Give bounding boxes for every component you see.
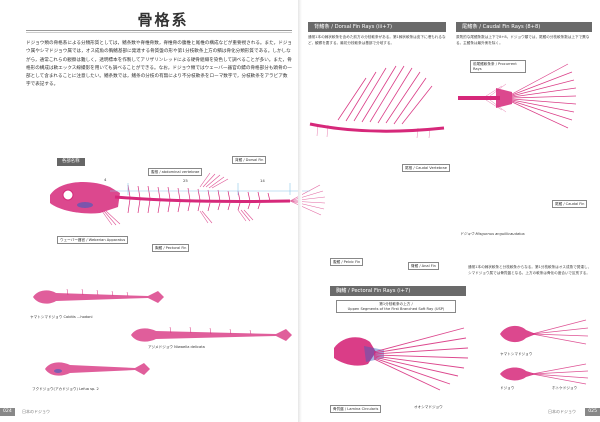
- pectoral-specimen-caption-2: ドジョウ: [500, 386, 515, 390]
- pectoral-specimen-caption-1: ヤマトシマドジョウ: [500, 352, 533, 356]
- pectoral-fin-figure: [334, 327, 469, 391]
- specimen-figure-3: [45, 362, 150, 376]
- right-running-foot: 日本のドジョウ: [548, 409, 576, 414]
- main-specimen-figure: [50, 172, 326, 226]
- pectoral-specimen-caption: オオシマドジョウ: [414, 405, 443, 409]
- specimen-caption-2: アジメドジョウ Niwaella delicata: [148, 345, 205, 349]
- count-label-a: 4: [104, 177, 107, 182]
- lamina-circularis-label: 骨質盤 / Lamina Circularis: [330, 405, 382, 413]
- title-rule-secondary: [26, 32, 292, 33]
- right-page-number: 025: [585, 408, 600, 416]
- caudal-fin-rays-header: 尾鰭条 / Caudal Fin Rays (8+8): [456, 22, 592, 32]
- dorsal-fin-rays-figure: [309, 65, 445, 139]
- procurrent-rays-label: 前尾鰭軟条条 / Procurrent Rays: [470, 60, 526, 73]
- specimen-figure-1: [33, 288, 164, 304]
- specimen-caption-3: フクドジョウ(アカドジョウ) Lefua sp. 2: [32, 387, 99, 391]
- main-specimen-caption: ドジョウ Misgurnus anguillicaudatus: [460, 232, 525, 236]
- left-page-number: 024: [0, 408, 15, 416]
- label-weberian-apparatus: ウェーバー器官 / Weberian Apparatus: [57, 236, 129, 244]
- label-caudal-vertebrae: 尾椎 / Caudal Vertebrae: [402, 164, 450, 172]
- pectoral-fin-rays-note: 通常1本の棘状軟条と分枝軟条からなる。第1分枝軟条はオス成魚で発達し，シマドジョ…: [468, 265, 592, 275]
- left-running-foot: 日本のドジョウ: [22, 409, 50, 414]
- label-abdominal-vertebrae: 腹椎 / abdominal vertebrae: [148, 168, 203, 176]
- label-pelvic-fin: 腹鰭 / Pelvic Fin: [330, 258, 364, 266]
- page-title: 骨格系: [137, 11, 189, 29]
- label-anal-fin: 臀鰭 / Anal Fin: [408, 262, 439, 270]
- usp-label: 第1分枝軟条の上方 / Uppen Segments of the First …: [336, 300, 456, 313]
- pectoral-specimen-caption-3: ホトケドジョウ: [552, 386, 578, 390]
- dorsal-fin-rays-note: 通常1本の棘状軟条を含めた前方の分枝軟条がある。第1棘状軟条は皮下に埋もれるなど…: [308, 35, 446, 45]
- label-dorsal-fin: 背鰭 / Dorsal Fin: [232, 156, 267, 164]
- specimen-caption-1: ヤマトシマドジョウ Cobitis ...hodoni: [30, 315, 93, 319]
- parts-chip: 各部名称: [57, 158, 85, 166]
- label-caudal-fin: 尾鰭 / Caudal Fin: [552, 200, 588, 208]
- count-label-b: 25: [183, 178, 188, 183]
- pectoral-fin-rays-header: 胸鰭 / Pectoral Fin Rays (i+7): [330, 286, 466, 296]
- pectoral-specimen-2: [500, 363, 589, 385]
- dorsal-fin-rays-header: 背鰭条 / Dorsal Fin Rays (iii+7): [308, 22, 446, 32]
- page-gutter: [298, 0, 302, 422]
- pectoral-specimen-1: [500, 319, 589, 345]
- count-label-c: 14: [260, 178, 265, 183]
- label-pectoral-fin: 胸鰭 / Pectoral Fin: [152, 244, 190, 252]
- body-paragraph: ドジョウ類の骨格系による分類形質としては，鰭条数や脊椎骨数，脊椎骨の腹椎と尾椎の…: [26, 41, 292, 88]
- title-rule: [26, 30, 292, 31]
- caudal-fin-rays-note: 原則的な尾鰭条数は上下で8+8。ドジョウ類では，尾鰭の分枝軟条数は上下で異なる。…: [456, 35, 590, 45]
- caudal-fin-rays-figure: [458, 63, 577, 129]
- specimen-figure-2: [131, 326, 292, 342]
